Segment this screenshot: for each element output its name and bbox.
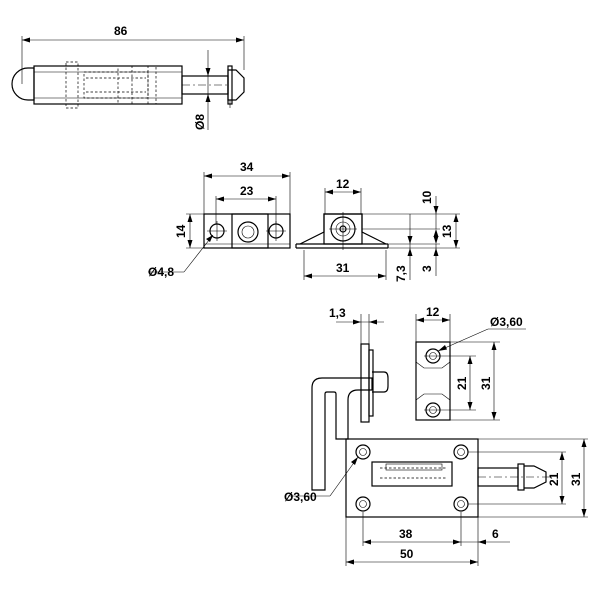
bolt-front-view: 34 23 14 Ø4,8: [148, 160, 291, 279]
dim-base-hole-pitch-y: 21: [547, 472, 561, 486]
dim-mid-keeper-h-total: 13: [440, 224, 454, 238]
dim-mid-keeper-h-top: 10: [420, 190, 434, 204]
base-holes: [355, 444, 469, 512]
dim-mid-inner-width: 23: [240, 184, 254, 198]
keeper-side-view: 12 31 10 13 7,3 3: [295, 177, 460, 282]
dim-mid-hole-dia: Ø4,8: [148, 265, 174, 279]
keeper-top-view: 12 Ø3,60 21 31: [415, 305, 526, 421]
dim-top-pin-dia: Ø8: [193, 114, 207, 130]
dim-mid-keeper-width: 12: [336, 177, 350, 191]
dim-top-length: 86: [114, 24, 128, 38]
bolt-top-view: Ø3,60 38 6 50 21 31: [284, 371, 588, 566]
dim-base-length: 50: [400, 547, 414, 561]
dim-base-overhang: 6: [492, 527, 499, 541]
bolt-side-view: 86 Ø8: [11, 24, 245, 130]
dim-mid-keeper-base: 31: [336, 261, 350, 275]
dim-mid-overall-width: 34: [240, 160, 254, 174]
dim-plate-thickness: 1,3: [329, 306, 346, 320]
dim-keeper-hole-dia: Ø3,60: [490, 315, 523, 329]
plate-thickness-view: 1,3: [329, 306, 384, 423]
dim-base-hole-pitch-x: 38: [399, 527, 413, 541]
dim-mid-keeper-h-bottom: 3: [420, 265, 434, 272]
dim-mid-height: 14: [174, 224, 188, 238]
dim-keeper-hole-pitch: 21: [455, 376, 469, 390]
dim-keeper-height: 31: [479, 376, 493, 390]
dim-keeper-width: 12: [426, 305, 440, 319]
dim-mid-keeper-h-lower: 7,3: [394, 265, 408, 282]
dim-base-hole-dia: Ø3,60: [284, 490, 317, 504]
dim-base-height: 31: [569, 472, 583, 486]
